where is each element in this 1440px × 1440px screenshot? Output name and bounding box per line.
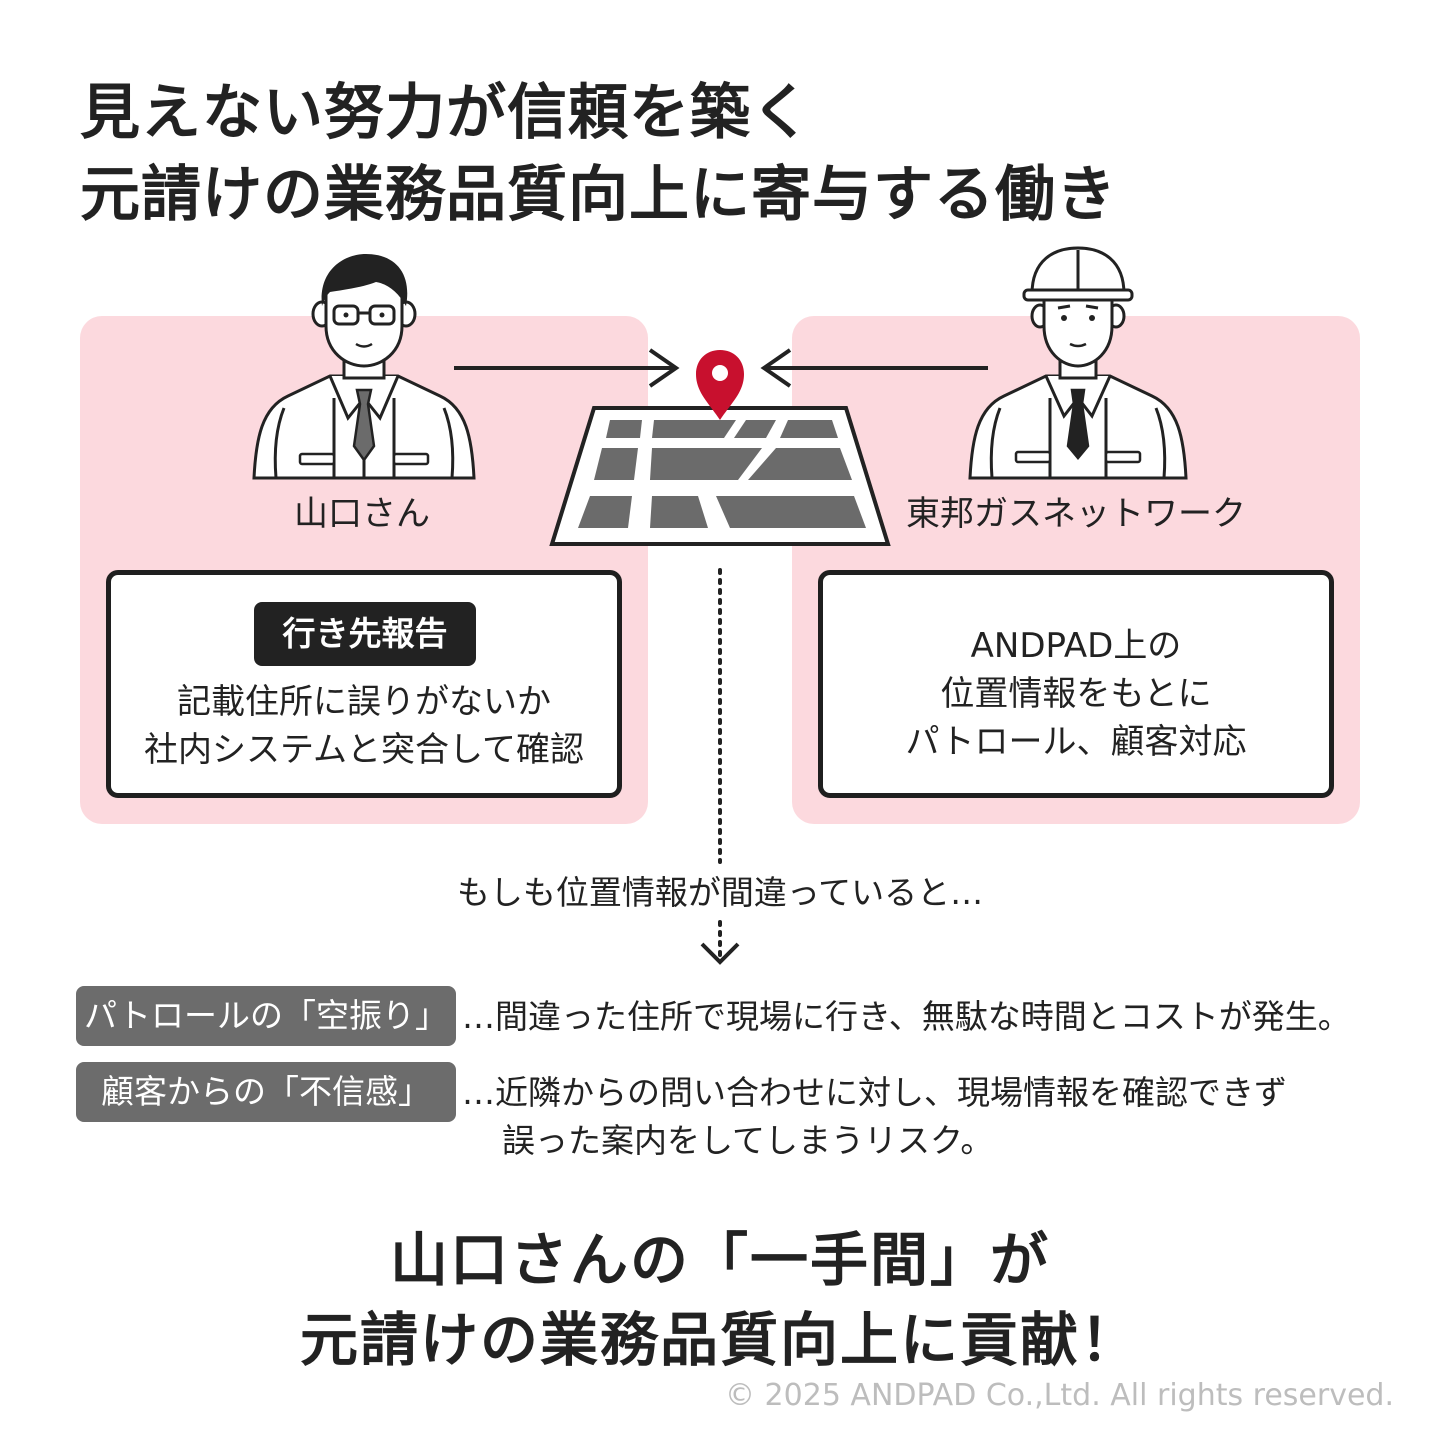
down-arrow-icon [700,920,740,965]
conclusion-line-1: 山口さんの「一手間」が [389,1226,1050,1294]
left-bubble-line-1: 記載住所に誤りがないか [177,682,551,722]
conclusion-line-2: 元請けの業務品質向上に貢献！ [299,1306,1140,1374]
conclusion: 山口さんの「一手間」が 元請けの業務品質向上に貢献！ [0,1220,1440,1380]
dotted-connector [718,568,722,864]
right-bubble-line-2: 位置情報をもとに [940,674,1212,714]
left-speech-bubble: 行き先報告 記載住所に誤りがないか 社内システムと突合して確認 [106,570,622,798]
risk-text-patrol: …間違った住所で現場に行き、無駄な時間とコストが発生。 [462,997,1351,1036]
copyright: © 2025 ANDPAD Co.,Ltd. All rights reserv… [725,1378,1394,1413]
right-person-name: 東邦ガスネットワーク [906,494,1246,534]
risk-tag-patrol: パトロールの「空振り」 [76,986,456,1046]
gas-worker-illustration [968,246,1188,480]
office-worker-illustration [252,254,476,480]
left-bubble-line-2: 社内システムと突合して確認 [144,730,584,770]
right-speech-bubble: ANDPAD上の 位置情報をもとに パトロール、顧客対応 [818,570,1334,798]
risk-text-distrust-line-2: 誤った案内をしてしまうリスク。 [502,1121,994,1160]
risk-tag-distrust: 顧客からの「不信感」 [76,1062,456,1122]
left-person-name: 山口さん [294,494,430,534]
page-title: 見えない努力が信頼を築く 元請けの業務品質向上に寄与する働き [80,72,1117,236]
destination-report-tag: 行き先報告 [254,602,476,666]
middle-note: もしも位置情報が間違っていると… [456,873,984,912]
title-line-2: 元請けの業務品質向上に寄与する働き [80,160,1117,230]
arrows-to-pin [454,348,988,388]
title-line-1: 見えない努力が信頼を築く [80,78,812,148]
map-illustration [549,350,891,546]
right-bubble-line-3: パトロール、顧客対応 [905,722,1247,762]
risk-text-distrust-line-1: …近隣からの問い合わせに対し、現場情報を確認できず [462,1073,1287,1112]
right-bubble-line-1: ANDPAD上の [970,626,1182,666]
